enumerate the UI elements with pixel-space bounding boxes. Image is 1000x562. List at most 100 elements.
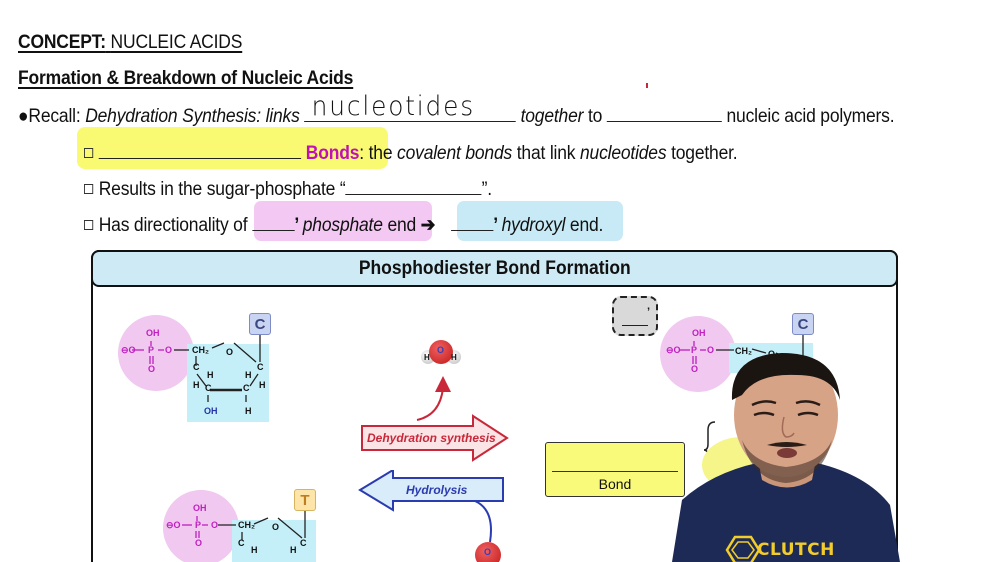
bond-answer-box[interactable]: Bond [545, 442, 685, 497]
prime-2: ’ [493, 215, 502, 236]
prime-mark: ’ [646, 306, 650, 318]
recall-term: Dehydration Synthesis [85, 106, 257, 127]
chem-o: O [211, 520, 219, 530]
chem-oh: OH [193, 503, 207, 513]
concept-title: NUCLEIC ACIDS [110, 32, 243, 53]
point-backbone: Results in the sugar-phosphate “ ”. [84, 177, 492, 201]
chem-o-bottom: O [691, 364, 699, 374]
blank-bond-type[interactable] [98, 141, 302, 159]
point3-text-1: Has directionality of [98, 215, 253, 236]
shirt-logo-text: CLUTCH [757, 540, 835, 560]
point2-text-2: ”. [481, 179, 493, 200]
chem-h: H [245, 370, 252, 380]
nucleotide-bonds-svg [182, 510, 306, 540]
hydroxyl-word: hydroxyl [501, 215, 566, 236]
blank-polymers[interactable] [606, 104, 722, 122]
point-directionality: Has directionality of ’ phosphate end ➔ … [84, 213, 603, 237]
chem-h: H [193, 380, 200, 390]
chem-ch2: CH₂ [238, 520, 255, 530]
water-h: H [424, 353, 430, 362]
bonds-keyword: Bonds [305, 143, 360, 164]
phosphate-word: phosphate [302, 215, 383, 236]
chem-ring-o: O [226, 347, 234, 357]
point1-text-2: that link [512, 143, 580, 164]
chem-h: H [290, 545, 297, 555]
bond-box-label: Bond [598, 476, 632, 492]
chem-c: C [193, 362, 200, 372]
recall-to: to [583, 106, 607, 127]
chem-ch2: CH₂ [735, 346, 752, 356]
chem-h: H [259, 380, 266, 390]
right-arrow-icon: ➔ [420, 215, 436, 236]
chem-c: C [300, 538, 307, 548]
point3-text-3: end. [565, 215, 604, 236]
chem-o-bottom: O [195, 538, 203, 548]
nucleotide-bonds-svg [132, 332, 261, 402]
checkbox-2[interactable] [84, 184, 94, 194]
chem-o-bottom: O [148, 364, 156, 374]
checkbox-1[interactable] [84, 148, 94, 158]
chem-o: O [707, 345, 715, 355]
highlight-yellow [77, 127, 388, 169]
pen-mark [646, 83, 648, 88]
sugar-box [187, 344, 269, 422]
dehydration-arrow [361, 376, 509, 462]
presenter-figure [672, 353, 900, 562]
point1-text-3: together. [666, 143, 738, 164]
base-thymine: T [294, 489, 316, 511]
prime-blank-line [622, 325, 648, 326]
oxygen-atom [429, 340, 453, 364]
highlight-pink [254, 201, 432, 241]
chem-c: C [205, 383, 212, 393]
blank-prime-1[interactable] [252, 213, 295, 231]
oxygen-atom [475, 542, 501, 562]
handwritten-answer: nucleotides [311, 91, 476, 122]
point1-italic-2: nucleotides [579, 143, 667, 164]
prime-1: ’ [294, 215, 303, 236]
chem-oh: OH [146, 328, 160, 338]
water-o: O [484, 547, 492, 557]
chem-c: C [243, 383, 250, 393]
chem-o: O [165, 345, 173, 355]
point-bonds: Bonds: the covalent bonds that link nucl… [84, 141, 738, 165]
blank-nucleotides[interactable]: nucleotides [304, 91, 516, 122]
section-title: Formation & Breakdown of Nucleic Acids [18, 68, 354, 89]
sugar-box [232, 520, 316, 562]
chem-c: C [238, 538, 245, 548]
chem-p: P [195, 520, 202, 530]
figure-title: Phosphodiester Bond Formation [358, 257, 631, 279]
chem-neg-o: ⊖O [166, 520, 181, 530]
bond-blank-line [552, 471, 678, 472]
recall-prefix: Recall: [28, 106, 86, 127]
phosphate-circle [118, 315, 194, 391]
figure-title-bar: Phosphodiester Bond Formation [91, 250, 898, 287]
hydrolysis-arrow [358, 470, 504, 543]
presenter-video: CLUTCH [672, 345, 902, 562]
blank-backbone[interactable] [345, 177, 482, 195]
recall-suffix: nucleic acid polymers. [721, 106, 895, 127]
bullet: ● [18, 106, 29, 127]
concept-heading: CONCEPT: NUCLEIC ACIDS [18, 32, 242, 54]
chem-p: P [691, 345, 698, 355]
recall-together: together [520, 106, 584, 127]
water-h: H [451, 353, 457, 362]
point2-text-1: Results in the sugar-phosphate “ [98, 179, 346, 200]
blank-prime-2[interactable] [450, 213, 494, 231]
chem-h: H [251, 545, 258, 555]
dehydration-label: Dehydration synthesis [367, 431, 496, 445]
chem-c: C [257, 362, 264, 372]
chem-neg-o: ⊖O [121, 345, 136, 355]
chem-3-oh: OH [204, 406, 218, 416]
chem-p: P [148, 345, 155, 355]
base-cytosine: C [792, 313, 814, 335]
prime-blank-box[interactable]: ’ [612, 296, 658, 336]
chem-h: H [207, 370, 214, 380]
chem-neg-o: ⊖O [666, 345, 681, 355]
chem-oh: OH [692, 328, 706, 338]
checkbox-3[interactable] [84, 220, 94, 230]
chem-ch2: CH₂ [192, 345, 209, 355]
base-cytosine: C [249, 313, 271, 335]
point1-italic-1: covalent bonds [397, 143, 513, 164]
chem-ring-o: O [272, 522, 280, 532]
water-o: O [437, 345, 445, 355]
